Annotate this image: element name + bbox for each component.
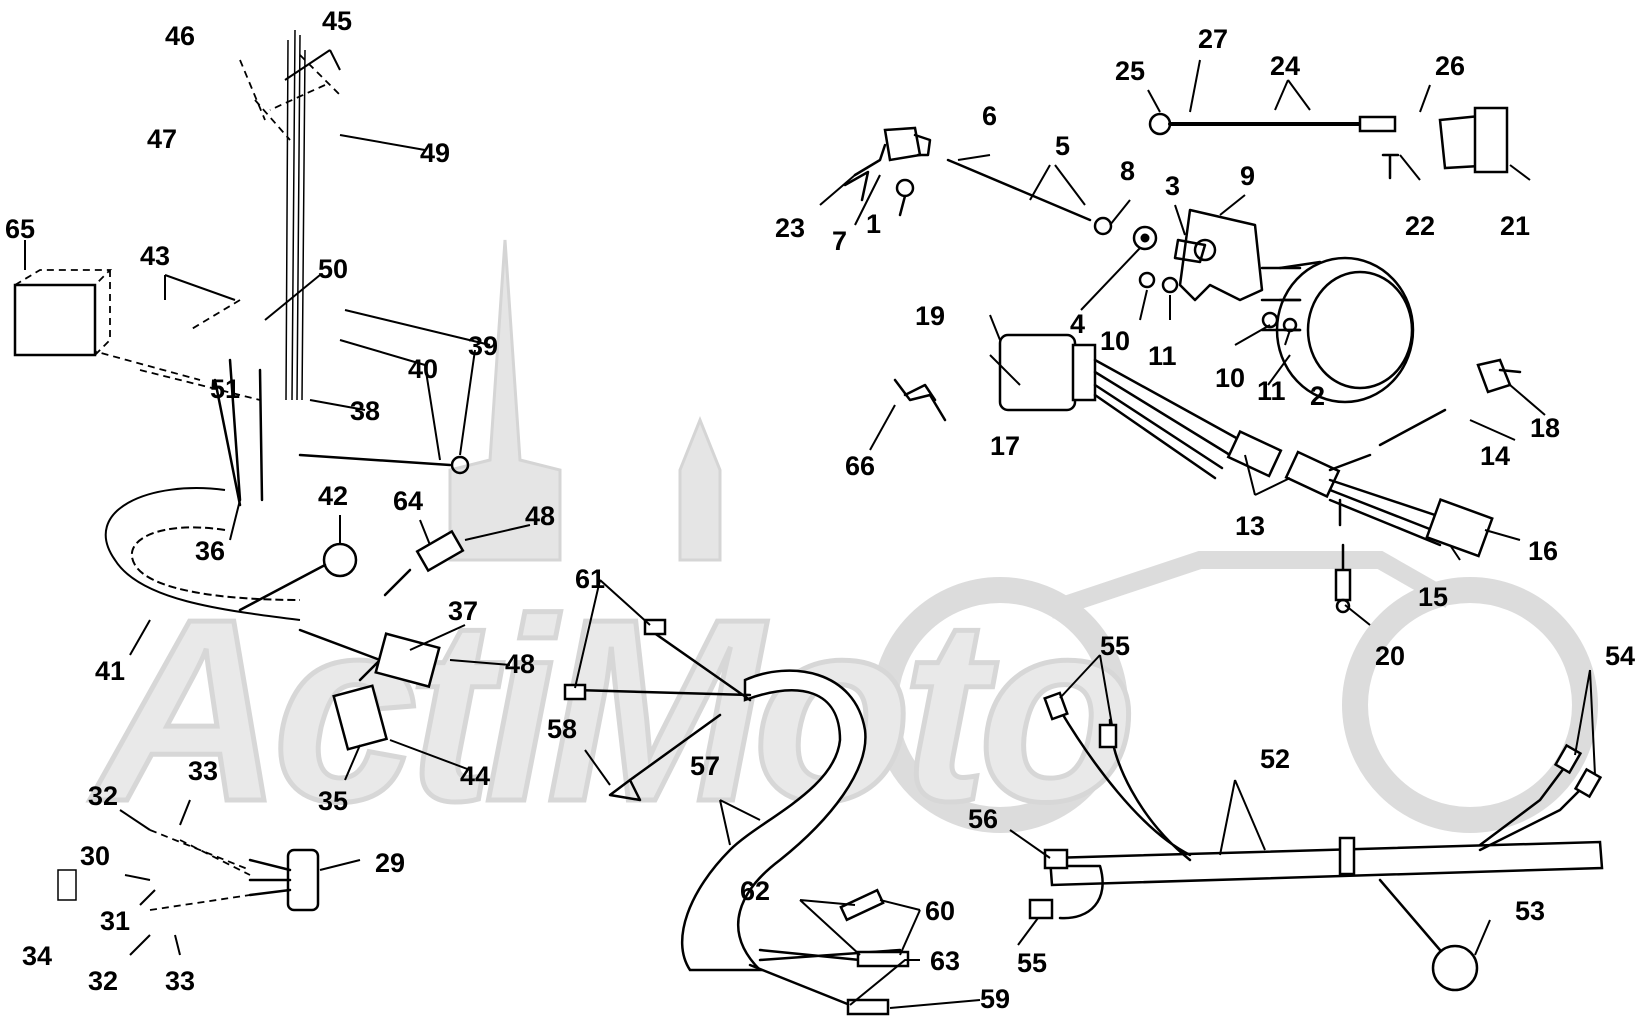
callout-38: 38 <box>350 396 380 426</box>
leader-lines <box>24 49 1596 1009</box>
callout-66: 66 <box>845 451 875 481</box>
callout-52: 52 <box>1260 744 1290 774</box>
callout-55b: 55 <box>1017 948 1047 978</box>
callout-60: 60 <box>925 896 955 926</box>
callout-6: 6 <box>982 101 997 131</box>
callout-58: 58 <box>547 714 577 744</box>
callout-41: 41 <box>95 656 125 686</box>
callout-7: 7 <box>832 226 847 256</box>
watermark: ActiMoto <box>84 239 1598 859</box>
callout-44: 44 <box>460 761 490 791</box>
callout-20: 20 <box>1375 641 1405 671</box>
callout-54: 54 <box>1605 641 1635 671</box>
callout-10a: 10 <box>1100 326 1130 356</box>
callout-18: 18 <box>1530 413 1560 443</box>
callout-33a: 33 <box>188 756 218 786</box>
callout-53: 53 <box>1515 896 1545 926</box>
callout-45: 45 <box>322 6 352 36</box>
callout-50: 50 <box>318 254 348 284</box>
callout-labels: 1 2 3 4 5 6 7 8 9 10 10 11 11 13 14 15 1… <box>5 6 1635 1014</box>
callout-37: 37 <box>448 596 478 626</box>
callout-10b: 10 <box>1215 363 1245 393</box>
callout-36: 36 <box>195 536 225 566</box>
callout-32a: 32 <box>88 781 118 811</box>
callout-11b: 11 <box>1257 376 1286 406</box>
callout-62: 62 <box>740 876 770 906</box>
callout-30: 30 <box>80 841 110 871</box>
callout-35: 35 <box>318 786 348 816</box>
callout-16: 16 <box>1528 536 1558 566</box>
callout-61: 61 <box>575 564 605 594</box>
callout-43: 43 <box>140 241 170 271</box>
callout-48a: 48 <box>525 501 555 531</box>
callout-23: 23 <box>775 213 805 243</box>
callout-63: 63 <box>930 946 960 976</box>
callout-17: 17 <box>990 431 1020 461</box>
callout-57: 57 <box>690 751 720 781</box>
callout-29: 29 <box>375 848 405 878</box>
callout-51: 51 <box>210 374 240 404</box>
callout-19: 19 <box>915 301 945 331</box>
callout-14: 14 <box>1480 441 1510 471</box>
callout-39: 39 <box>468 331 498 361</box>
callout-31: 31 <box>100 906 130 936</box>
callout-25: 25 <box>1115 56 1145 86</box>
callout-26: 26 <box>1435 51 1465 81</box>
main-harness-left <box>13 29 470 912</box>
harness-52 <box>1028 691 1604 992</box>
callout-24: 24 <box>1270 51 1300 81</box>
callout-64: 64 <box>393 486 423 516</box>
callout-11a: 11 <box>1148 341 1177 371</box>
gauge-assembly <box>843 106 1522 614</box>
harness-57 <box>563 618 910 1016</box>
callout-21: 21 <box>1500 211 1530 241</box>
callout-49: 49 <box>420 138 450 168</box>
callout-33b: 33 <box>165 966 195 996</box>
callout-55a: 55 <box>1100 631 1130 661</box>
callout-5: 5 <box>1055 131 1070 161</box>
callout-65: 65 <box>5 214 35 244</box>
callout-42: 42 <box>318 481 348 511</box>
callout-46: 46 <box>165 21 195 51</box>
callout-40: 40 <box>408 354 438 384</box>
callout-3: 3 <box>1165 171 1180 201</box>
callout-15: 15 <box>1418 582 1448 612</box>
callout-13: 13 <box>1235 511 1265 541</box>
callout-56: 56 <box>968 804 998 834</box>
callout-22: 22 <box>1405 211 1435 241</box>
callout-2: 2 <box>1310 381 1325 411</box>
callout-4: 4 <box>1070 309 1085 339</box>
callout-59: 59 <box>980 984 1010 1014</box>
callout-48b: 48 <box>505 649 535 679</box>
callout-34: 34 <box>22 941 52 971</box>
callout-47: 47 <box>147 124 177 154</box>
callout-8: 8 <box>1120 156 1135 186</box>
callout-27: 27 <box>1198 24 1228 54</box>
callout-32b: 32 <box>88 966 118 996</box>
callout-1: 1 <box>866 209 881 239</box>
callout-9: 9 <box>1240 161 1255 191</box>
